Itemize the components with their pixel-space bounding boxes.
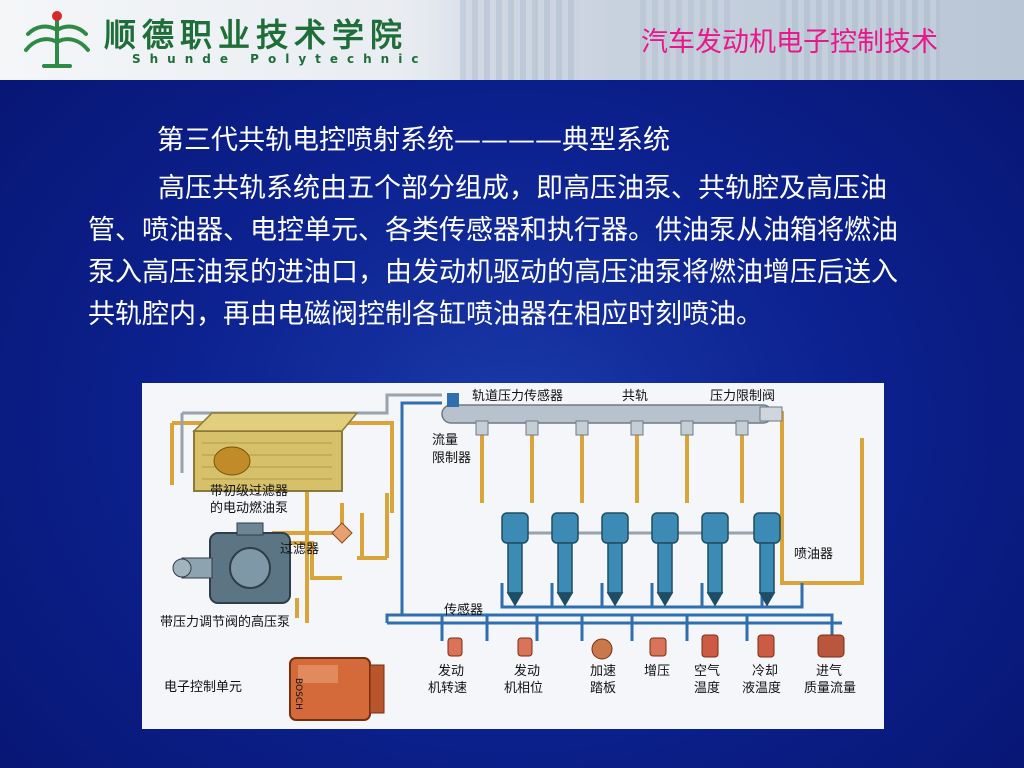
course-title: 汽车发动机电子控制技术: [641, 27, 938, 58]
injectors: [501, 512, 781, 607]
filter-part: [331, 522, 353, 544]
label-sensor-engine-phase-2: 机相位: [504, 681, 544, 696]
label-sensor-air-mass-1: 进气: [816, 664, 843, 679]
label-sensor-boost: 增压: [644, 664, 671, 679]
label-rail-pressure-sensor: 轨道压力传感器: [472, 389, 564, 404]
label-sensor-air-temp-2: 温度: [694, 681, 721, 696]
ecu-unit: [289, 657, 385, 721]
label-sensor-accelerator-2: 踏板: [590, 681, 617, 696]
label-filter: 过滤器: [280, 542, 320, 557]
label-pressure-limit-valve: 压力限制阀: [710, 389, 776, 404]
fuel-lines: [170, 411, 864, 623]
fuel-tank-top: [192, 412, 359, 432]
banner-building: [780, 0, 940, 80]
common-rail-diagram: 轨道压力传感器 共轨 压力限制阀 流量 限制器 带初级过滤器 的电动燃油泵 过滤…: [142, 383, 884, 729]
slide-title: 第三代共轨电控喷射系统————典型系统: [157, 125, 670, 156]
banner-building: [640, 0, 730, 80]
label-injector: 喷油器: [794, 547, 834, 562]
sensor-parts: [447, 634, 845, 660]
pressure-limit-valve-part: [759, 406, 783, 422]
school-name-en: Shunde Polytechnic: [132, 52, 428, 66]
common-rail: [441, 404, 773, 424]
label-tank-pump-1: 带初级过滤器: [210, 484, 289, 499]
label-sensor-accelerator-1: 加速: [590, 664, 617, 679]
banner-building: [460, 0, 580, 80]
rail-outlets: [475, 420, 749, 436]
label-sensor-air-mass-2: 质量流量: [804, 681, 857, 696]
electric-fuel-pump: [213, 446, 251, 476]
label-common-rail: 共轨: [622, 389, 649, 404]
label-sensor: 传感器: [444, 603, 484, 618]
rail-pressure-sensor-part: [447, 393, 459, 407]
label-ecu: 电子控制单元: [164, 680, 243, 695]
label-sensor-engine-phase-1: 发动: [514, 664, 541, 679]
label-sensor-air-temp-1: 空气: [694, 664, 721, 679]
label-sensor-engine-speed-1: 发动: [438, 664, 465, 679]
header-banner: 顺德职业技术学院 Shunde Polytechnic 汽车发动机电子控制技术: [0, 0, 1024, 80]
label-tank-pump-2: 的电动燃油泵: [210, 501, 289, 516]
label-sensor-coolant-temp-1: 冷却: [752, 664, 779, 679]
label-sensor-coolant-temp-2: 液温度: [742, 681, 782, 696]
slide-paragraph: 高压共轨系统由五个部分组成，即高压油泵、共轨腔及高压油管、喷油器、电控单元、各类…: [88, 173, 898, 330]
label-sensor-engine-speed-2: 机转速: [428, 681, 468, 696]
school-logo-icon: [24, 11, 90, 68]
diagram-drawing: [170, 393, 864, 721]
high-pressure-pump: [172, 522, 291, 604]
school-name-cn: 顺德职业技术学院: [104, 16, 409, 54]
label-hp-pump: 带压力调节阀的高压泵: [160, 615, 291, 630]
label-flow-limiter-1: 流量: [432, 433, 459, 448]
signal-lines: [385, 401, 842, 641]
label-flow-limiter-2: 限制器: [432, 451, 472, 466]
label-ecu-brand: BOSCH: [293, 678, 303, 710]
